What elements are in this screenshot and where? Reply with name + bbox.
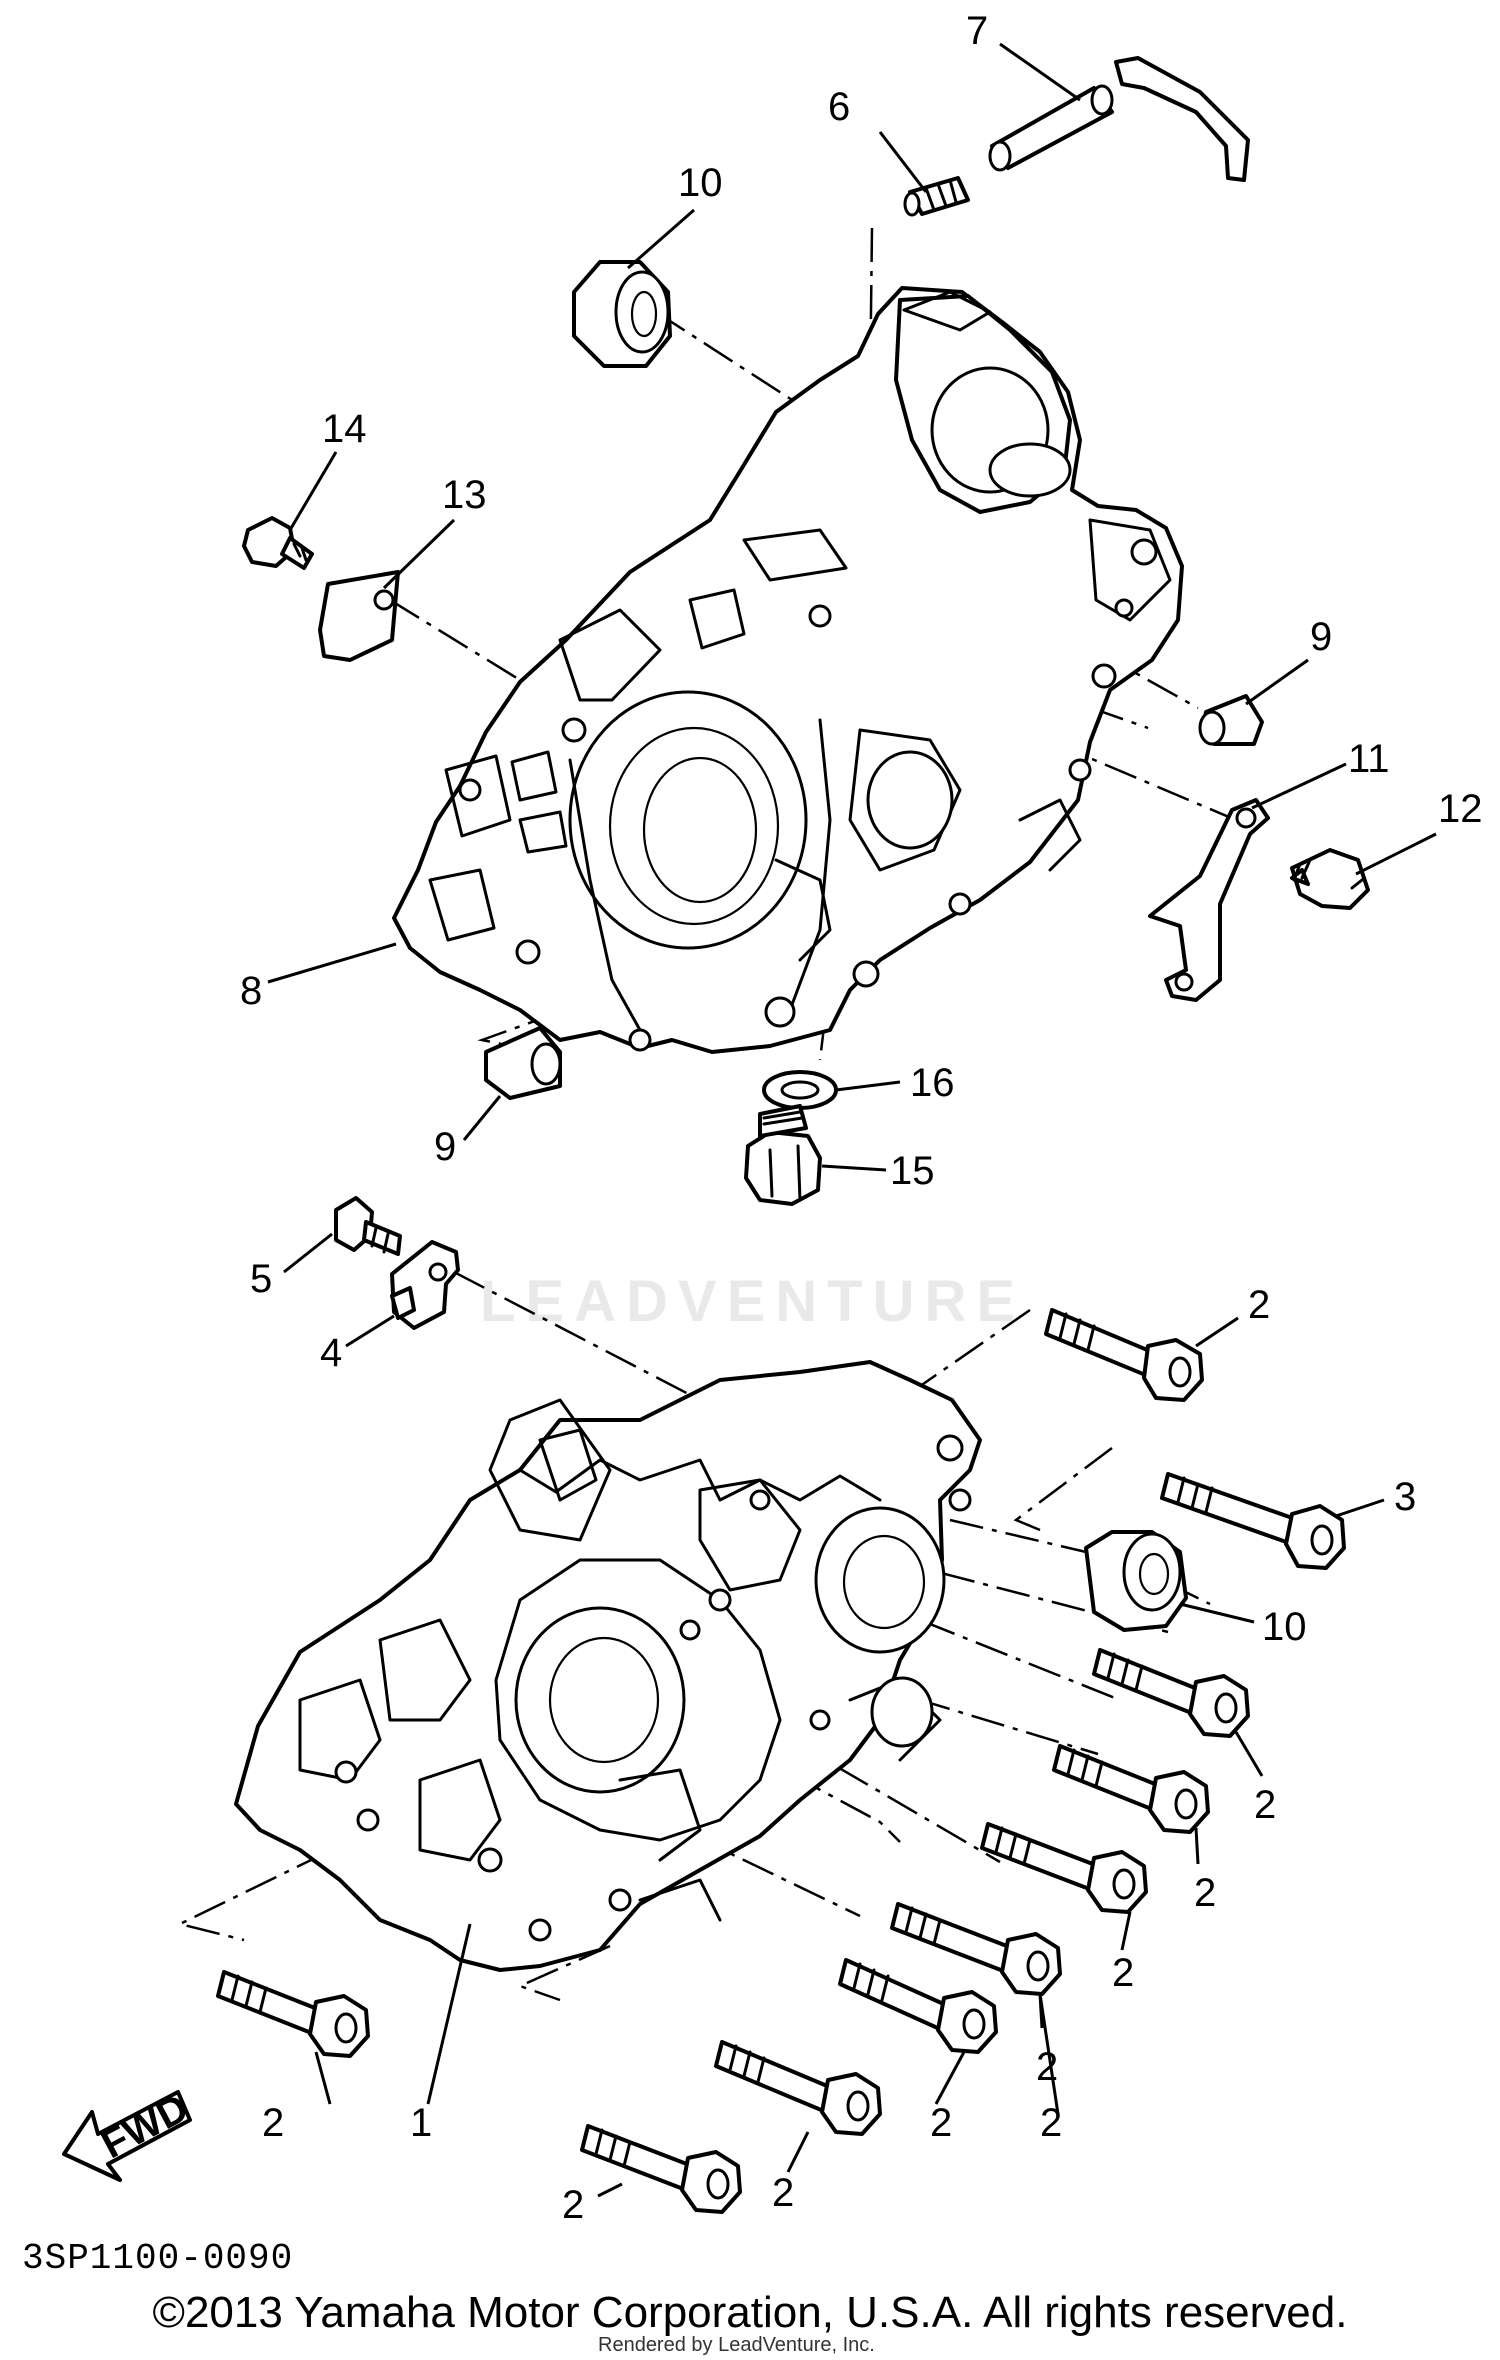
fwd-label: FWD [94, 2086, 195, 2168]
shaft-boss [988, 442, 1072, 498]
callout-2-c: 2 [1194, 1871, 1216, 1915]
callout-2-h: 2 [262, 2101, 284, 2145]
callout-2-f: 2 [930, 2101, 952, 2145]
clamp-11 [1148, 798, 1270, 1002]
plate-13 [318, 570, 400, 662]
callout-2-j: 2 [562, 2183, 584, 2227]
callout-9-lower: 9 [434, 1125, 456, 1169]
bolt-2-g [216, 1970, 370, 2058]
callout-13: 13 [442, 473, 487, 517]
callout-10-lower: 10 [1262, 1605, 1307, 1649]
callout-7: 7 [966, 9, 988, 53]
drain-plug-15 [744, 1104, 822, 1206]
callout-2-d: 2 [1112, 1951, 1134, 1995]
bracket-4 [390, 1240, 460, 1330]
cylinder-bore [568, 690, 808, 950]
callout-3: 3 [1394, 1475, 1416, 1519]
dowel-pin-lower [484, 1026, 562, 1100]
bolt-2-h [714, 2040, 882, 2136]
bush-lower [1084, 1530, 1188, 1632]
callout-16: 16 [910, 1061, 955, 1105]
screw-12 [1290, 848, 1370, 910]
bolt-2-b [1092, 1648, 1250, 1738]
main-bearing-bore [514, 1606, 686, 1794]
callout-14: 14 [322, 407, 367, 451]
bolt-2-c [1052, 1744, 1210, 1834]
callout-5: 5 [250, 1257, 272, 1301]
fwd-arrow-icon: FWD [62, 2086, 195, 2182]
bolt-2-f [838, 1958, 998, 2054]
leader-lines [267, 42, 1437, 2198]
callout-9: 9 [1310, 615, 1332, 659]
bolt-2-d [980, 1822, 1148, 1914]
dowel-pin-upper [1198, 694, 1264, 746]
render-note: Rendered by LeadVenture, Inc. [598, 2334, 875, 2356]
bolt-2-e [890, 1902, 1062, 1996]
callout-2-a: 2 [1248, 1283, 1270, 1327]
callout-12: 12 [1438, 787, 1483, 831]
callout-11: 11 [1348, 737, 1390, 781]
callout-1: 1 [410, 2101, 432, 2145]
watermark: LEADVENTURE [480, 1269, 1026, 1334]
bush-upper [572, 260, 672, 368]
callout-numbers: 7 6 10 14 13 9 11 12 8 16 9 15 5 4 2 3 1… [240, 9, 1483, 2227]
callout-2-b: 2 [1254, 1783, 1276, 1827]
callout-6: 6 [828, 85, 850, 129]
hose-nipple [903, 176, 970, 217]
callout-2-e: 2 [1036, 2045, 1058, 2089]
callout-2-i: 2 [772, 2171, 794, 2215]
callout-10: 10 [678, 161, 723, 205]
bolt-3 [1160, 1472, 1346, 1570]
screw-5 [334, 1196, 402, 1256]
callout-2-g: 2 [1040, 2101, 1062, 2145]
copyright-notice: ©2013 Yamaha Motor Corporation, U.S.A. A… [152, 2288, 1348, 2337]
crankcase-left-half [234, 1360, 982, 1972]
breather-hose [988, 56, 1250, 182]
callout-4: 4 [320, 1331, 342, 1375]
callout-8: 8 [240, 969, 262, 1013]
gasket-16 [762, 1070, 838, 1110]
bolt-14 [242, 516, 314, 570]
bolt-2-a [1044, 1308, 1204, 1402]
crankcase-right-half [392, 286, 1184, 1054]
bolt-2-i [580, 2124, 742, 2214]
diagram-reference-code: 3SP1100-0090 [22, 2238, 294, 2279]
callout-15: 15 [890, 1149, 935, 1193]
